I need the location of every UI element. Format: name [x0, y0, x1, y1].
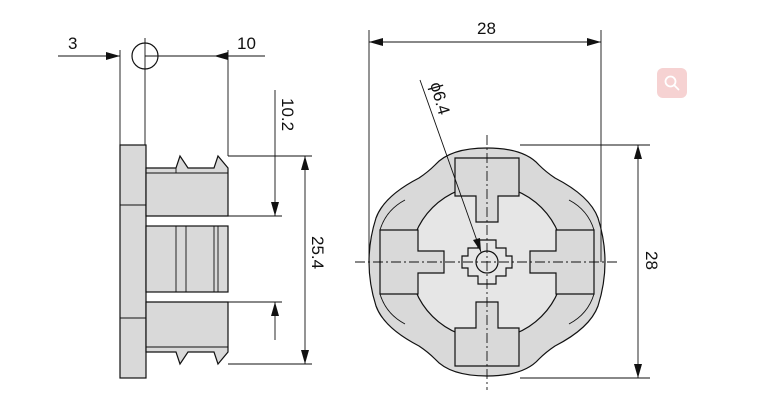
dim-left-offset: 3	[68, 34, 77, 53]
dim-slot-depth: 10.2	[278, 98, 297, 131]
zoom-button[interactable]	[657, 68, 687, 98]
magnifier-icon	[664, 75, 680, 91]
dim-inner-height: 25.4	[308, 236, 327, 269]
side-view: 3 10 10.2 25.4	[58, 34, 327, 379]
front-view: 28 28 ϕ6.4	[355, 19, 661, 390]
dim-front-height: 28	[642, 251, 661, 270]
side-upper-leg	[145, 154, 229, 217]
side-lower-leg	[145, 301, 229, 366]
dim-front-width: 28	[477, 19, 496, 38]
side-middle-body	[145, 225, 229, 293]
side-flange	[119, 144, 147, 379]
dim-right-offset: 10	[237, 34, 256, 53]
dim-hole-diameter: ϕ6.4	[426, 80, 453, 117]
